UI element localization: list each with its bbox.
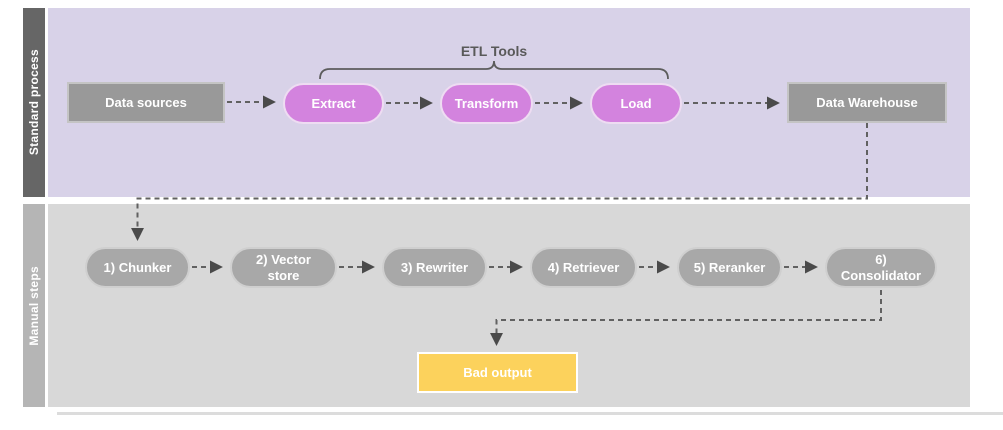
lane-label-standard-process: Standard process: [27, 49, 41, 156]
etl-tools-label: ETL Tools: [460, 43, 528, 59]
node-consolidator: 6) Consolidator: [825, 247, 937, 288]
node-vector-store: 2) Vector store: [230, 247, 337, 288]
lane-label-manual-steps: Manual steps: [27, 265, 41, 346]
node-data-warehouse: Data Warehouse: [787, 82, 947, 123]
node-chunker: 1) Chunker: [85, 247, 190, 288]
lane-header-standard-process: Standard process: [23, 8, 45, 197]
node-retriever: 4) Retriever: [530, 247, 637, 288]
node-extract: Extract: [283, 83, 384, 124]
node-load: Load: [590, 83, 682, 124]
node-bad-output: Bad output: [417, 352, 578, 393]
lane-header-manual-steps: Manual steps: [23, 204, 45, 407]
node-data-sources: Data sources: [67, 82, 225, 123]
bottom-divider: [57, 412, 1003, 415]
node-transform: Transform: [440, 83, 533, 124]
node-rewriter: 3) Rewriter: [382, 247, 487, 288]
node-reranker: 5) Reranker: [677, 247, 782, 288]
